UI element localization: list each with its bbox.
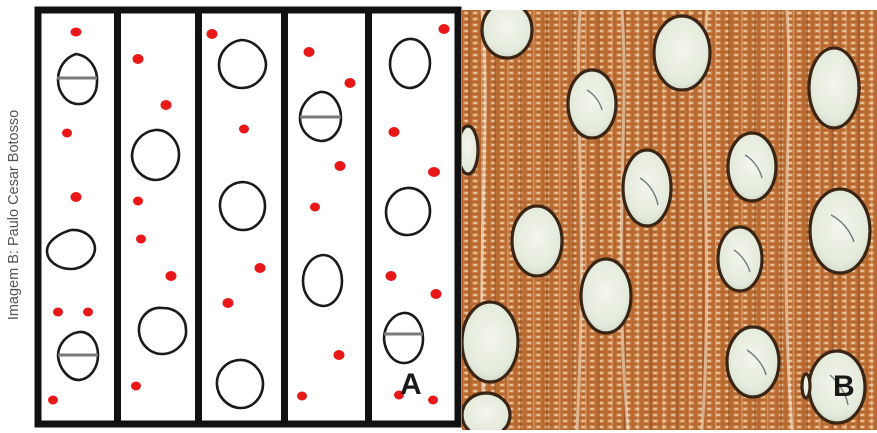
panel-b-micrograph: B xyxy=(462,10,877,430)
panel-label-a: A xyxy=(400,368,422,402)
vessel xyxy=(728,133,776,201)
vessel xyxy=(654,16,710,90)
image-credit: Imagem B: Paulo Cesar Botosso xyxy=(6,110,22,320)
band-divider xyxy=(114,10,121,424)
vessel xyxy=(462,126,478,174)
vessel xyxy=(623,150,671,226)
band-divider xyxy=(281,10,288,424)
diagram-canvas xyxy=(34,6,462,428)
vessel xyxy=(512,206,562,276)
vessel xyxy=(809,48,859,128)
band-divider xyxy=(195,10,202,424)
vessel xyxy=(581,259,631,333)
vessel xyxy=(462,302,518,382)
vessel xyxy=(482,10,532,58)
vessel xyxy=(718,227,762,291)
panel-a-diagram: A xyxy=(34,6,462,428)
panel-label-b: B xyxy=(833,370,855,404)
vessel xyxy=(462,393,510,430)
band-divider xyxy=(365,10,372,424)
vessel xyxy=(810,189,870,273)
vessel xyxy=(568,70,616,138)
vessel xyxy=(727,327,779,397)
micrograph-canvas xyxy=(462,10,877,430)
vessel xyxy=(802,374,810,398)
